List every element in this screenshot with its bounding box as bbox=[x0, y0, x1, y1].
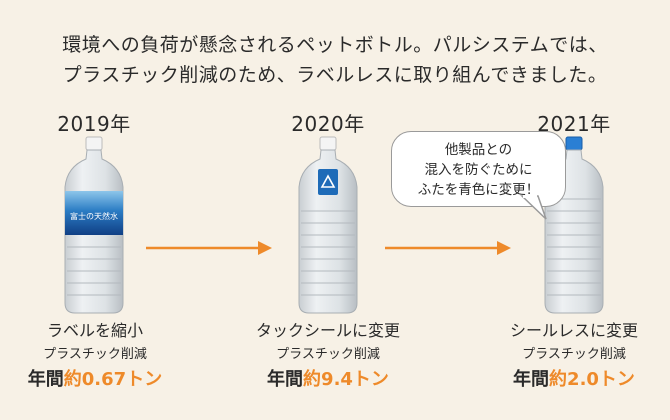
caption-2019: ラベルを縮小 プラスチック削減 年間約0.67トン bbox=[0, 318, 205, 394]
callout-bubble: 他製品との 混入を防ぐために ふたを青色に変更！ bbox=[391, 131, 566, 207]
callout-tail bbox=[520, 195, 547, 220]
caption-2019-value-amount: 0.67トン bbox=[81, 369, 163, 390]
caption-2021-value: 年間約2.0トン bbox=[464, 366, 670, 394]
year-2020: 2020年 bbox=[291, 112, 365, 136]
caption-2019-sub: プラスチック削減 bbox=[43, 347, 147, 362]
caption-2020: タックシールに変更 プラスチック削減 年間約9.4トン bbox=[218, 318, 438, 394]
recycle-icon bbox=[320, 174, 336, 188]
callout-line-3: ふたを青色に変更！ bbox=[417, 182, 540, 198]
caption-2020-value: 年間約9.4トン bbox=[218, 366, 438, 394]
caption-2020-value-prefix: 年間 bbox=[267, 369, 304, 390]
caption-2021-value-amount: 2.0トン bbox=[567, 369, 635, 390]
year-2019: 2019年 bbox=[57, 112, 131, 136]
caption-2019-value-prefix: 年間 bbox=[27, 369, 64, 390]
bottle-2020-image bbox=[298, 136, 358, 314]
callout-line-2: 混入を防ぐために bbox=[424, 162, 533, 178]
caption-2021-value-prefix: 年間 bbox=[513, 369, 550, 390]
caption-2020-sub: プラスチック削減 bbox=[276, 347, 380, 362]
caption-2020-title: タックシールに変更 bbox=[255, 321, 400, 340]
arrow-1 bbox=[146, 241, 272, 255]
bottle-2019-image: 富士の天然水 bbox=[64, 136, 124, 314]
bottle-label-text: 富士の天然水 bbox=[70, 211, 118, 221]
caption-2020-value-amount: 9.4トン bbox=[321, 369, 389, 390]
caption-2019-value: 年間約0.67トン bbox=[0, 366, 205, 394]
caption-2021-sub: プラスチック削減 bbox=[522, 347, 626, 362]
callout-line-1: 他製品との bbox=[444, 142, 513, 158]
caption-2019-title: ラベルを縮小 bbox=[46, 321, 143, 340]
headline-line-1: 環境への負荷が懸念されるペットボトル。パルシステムでは、 bbox=[62, 34, 608, 56]
caption-2019-value-approx: 約 bbox=[63, 369, 82, 390]
arrow-2 bbox=[385, 241, 511, 255]
caption-2021: シールレスに変更 プラスチック削減 年間約2.0トン bbox=[464, 318, 670, 394]
headline: 環境への負荷が懸念されるペットボトル。パルシステムでは、 プラスチック削減のため… bbox=[0, 30, 670, 90]
caption-2021-value-approx: 約 bbox=[549, 369, 568, 390]
caption-2020-value-approx: 約 bbox=[303, 369, 322, 390]
caption-2021-title: シールレスに変更 bbox=[509, 321, 638, 340]
headline-line-2: プラスチック削減のため、ラベルレスに取り組んできました。 bbox=[62, 64, 608, 86]
